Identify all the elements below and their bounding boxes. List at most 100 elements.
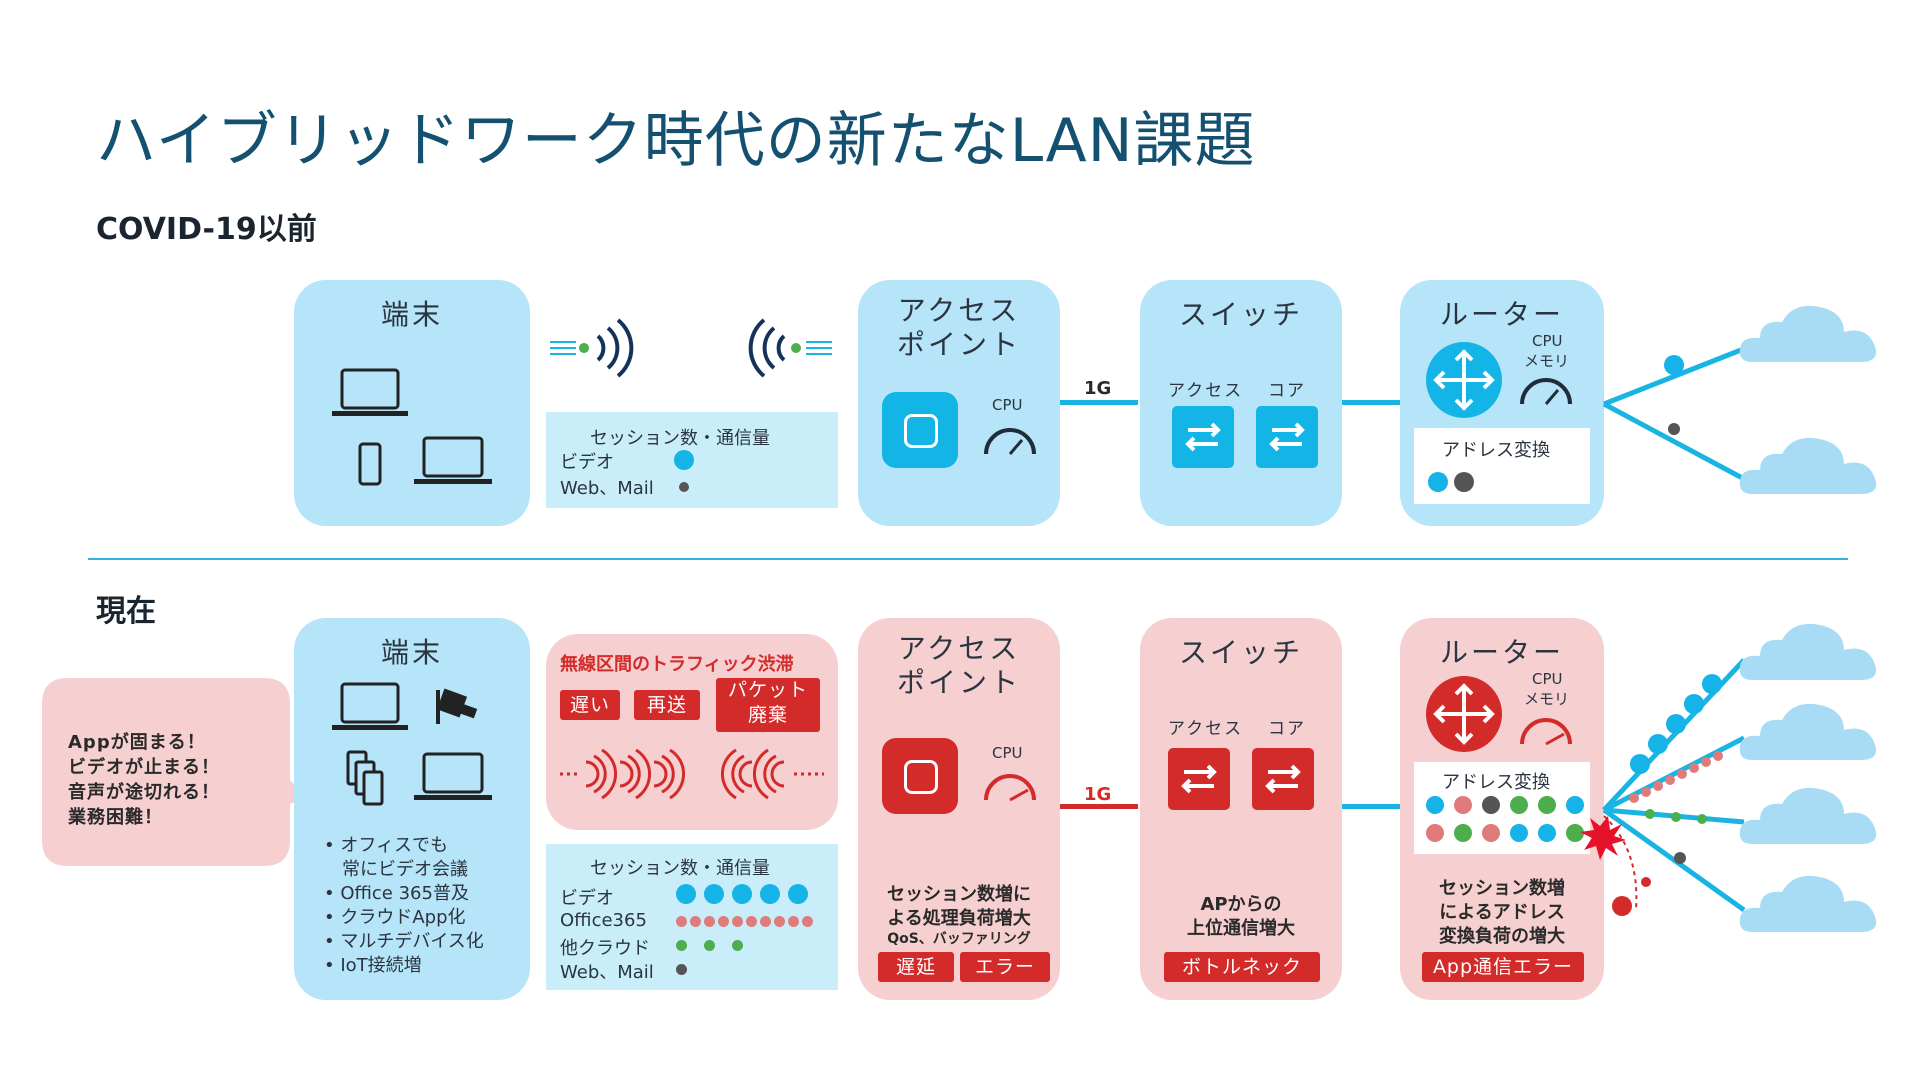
before-link-ap-switch [1058,400,1138,405]
cloud-icon [1739,437,1877,494]
now-terminal-title: 端末 [380,636,443,669]
section-before-heading: COVID-19以前 [96,212,317,247]
now-switch-desc-2: 上位通信増大 [1187,918,1295,939]
nat-web-dot [1454,472,1474,492]
access-point-icon [882,392,958,468]
bottleneck-tag: ボトルネック [1164,952,1320,982]
now-switch-access-label: アクセス [1168,719,1244,739]
bullet-4: マルチデバイス化 [340,931,484,952]
bullet-1: オフィスでも [340,835,448,856]
complaint-line-1: Appが固まる！ [68,732,206,753]
now-session-panel: セッション数・通信量 ビデオ Office365 他クラウド Web、Mail [546,844,838,990]
access-switch-icon [1172,406,1234,468]
before-session-title: セッション数・通信量 [590,428,770,449]
now-ap-desc-1: セッション数増に [887,884,1031,905]
devices-iot-icon [332,682,492,806]
now-nat-label: アドレス変換 [1442,772,1550,793]
before-cloud-uplinks [1602,345,1748,483]
gauge-icon [1520,378,1572,405]
gauge-high-icon [984,774,1036,802]
bullet-5: IoT接続増 [340,955,422,976]
before-ap-title-2: ポイント [896,328,1021,361]
cloud-icon [1739,875,1877,932]
wireless-congestion-title: 無線区間のトラフィック渋滞 [560,654,794,675]
access-point-icon [882,738,958,814]
before-terminal-title: 端末 [380,298,443,331]
now-ap-title-2: ポイント [896,666,1021,699]
delay-tag: 遅延 [878,952,954,982]
bullet-3: クラウドApp化 [340,907,466,928]
before-router-cpu-label: CPU [1532,332,1563,350]
before-switch-access-label: アクセス [1168,381,1244,401]
now-ap-desc-2: よる処理負荷増大 [887,908,1031,929]
now-session-cloud-label: 他クラウド [560,938,650,959]
now-ap-box: アクセス ポイント CPU セッション数増に よる処理負荷増大 QoS、バッファ… [858,618,1060,1000]
slow-tag: 遅い [560,690,620,720]
before-session-panel: セッション数・通信量 ビデオ Web、Mail [546,412,838,508]
now-ap-cpu-label: CPU [992,744,1023,762]
now-ap-title-1: アクセス [897,632,1021,665]
error-tag: エラー [960,952,1050,982]
now-switch-core-label: コア [1268,719,1306,739]
gauge-high-icon [1520,718,1572,746]
app-error-tag: App通信エラー [1422,952,1584,982]
core-switch-icon [1252,748,1314,810]
gauge-icon [984,428,1036,455]
before-web-dot [679,482,689,492]
before-router-memory-label: メモリ [1524,352,1570,370]
access-switch-icon [1168,748,1230,810]
core-switch-icon [1256,406,1318,468]
before-session-web-label: Web、Mail [560,478,654,499]
now-session-office-label: Office365 [560,910,647,931]
before-session-video-label: ビデオ [560,452,614,473]
congested-wireless-icon [560,748,824,800]
now-terminal-box: 端末 • オフィスでも 常にビデオ会議 • Office 365普及 • クラウ… [294,618,530,1000]
now-router-desc-3: 変換負荷の増大 [1439,926,1565,947]
now-web-dot [676,964,687,975]
now-router-desc-1: セッション数増 [1439,878,1565,899]
now-cloud-uplinks [1580,658,1746,916]
now-session-web-label: Web、Mail [560,962,654,983]
complaint-line-4: 業務困難！ [68,807,163,828]
now-router-memory-label: メモリ [1524,690,1570,708]
router-icon [1426,676,1502,752]
now-session-title: セッション数・通信量 [590,858,770,879]
packet-drop-line-2: 廃棄 [747,704,788,726]
before-switch-title: スイッチ [1178,298,1303,331]
before-switch-box: スイッチ アクセス コア [1140,280,1342,526]
cloud-icon [1739,305,1877,362]
complaint-line-3: 音声が途切れる！ [68,782,220,803]
complaint-bubble: Appが固まる！ ビデオが止まる！ 音声が途切れる！ 業務困難！ [68,730,220,830]
devices-icon [332,368,492,486]
now-router-cpu-label: CPU [1532,670,1563,688]
cloud-icon [1739,623,1877,680]
bullet-1-cont: 常にビデオ会議 [342,859,468,880]
before-ap-box: アクセス ポイント CPU [858,280,1060,526]
now-switch-desc-1: APからの [1200,894,1282,915]
router-icon [1426,342,1502,418]
before-ap-cpu-label: CPU [992,396,1023,414]
before-nat-panel: アドレス変換 [1414,428,1590,504]
before-ap-title-1: アクセス [897,294,1021,327]
before-video-dot [674,450,694,470]
nat-video-dot [1428,472,1448,492]
complaint-bubble-shape [42,678,306,866]
now-link-switch-router [1340,804,1402,809]
now-router-desc-2: によるアドレス [1439,902,1565,923]
before-link-switch-router [1340,400,1402,405]
before-router-box: ルーター CPU メモリ アドレス変換 [1400,280,1604,526]
now-nat-panel: アドレス変換 [1414,762,1590,854]
now-terminal-bullets: • オフィスでも 常にビデオ会議 • Office 365普及 • クラウドAp… [324,835,484,976]
now-router-box: ルーター CPU メモリ アドレス変換 セッション数増 によるアドレス 変換負荷… [1400,618,1604,1000]
cloud-icon [1739,787,1877,844]
before-switch-core-label: コア [1268,381,1306,401]
now-session-video-label: ビデオ [560,888,614,909]
before-nat-label: アドレス変換 [1442,440,1550,461]
now-router-title: ルーター [1439,636,1564,669]
before-router-title: ルーター [1439,298,1564,331]
before-wireless-icon [550,318,832,378]
section-now-heading: 現在 [96,594,156,629]
now-link-ap-switch [1058,804,1138,809]
cloud-icon [1739,703,1877,760]
wireless-congestion-box: 無線区間のトラフィック渋滞 遅い 再送 パケット 廃棄 [546,634,838,830]
